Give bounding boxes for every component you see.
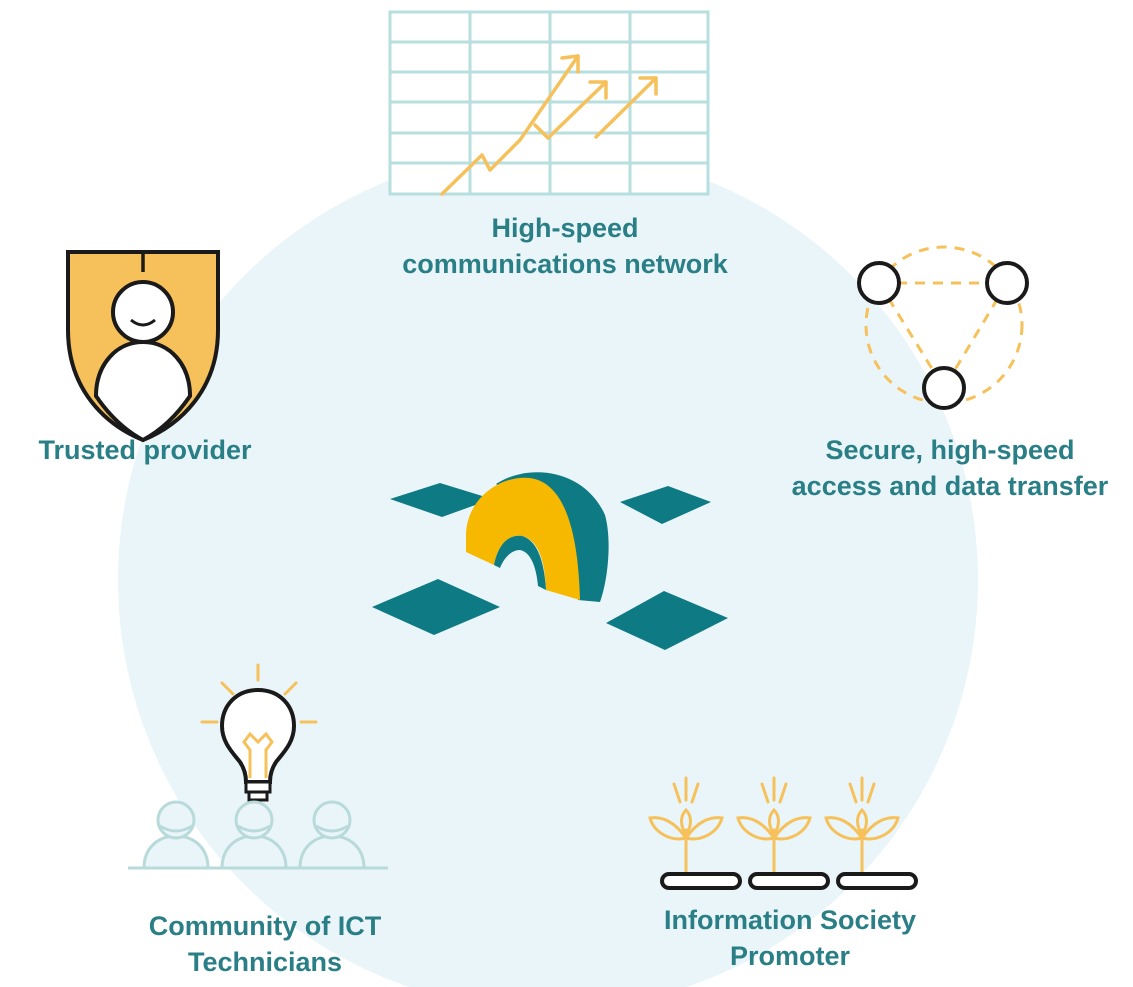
bridge-logo-icon <box>372 472 728 650</box>
label-line: communications network <box>402 249 728 279</box>
label-line: Information Society <box>663 905 917 935</box>
network-node <box>985 261 1029 305</box>
network-node <box>922 366 966 410</box>
label-line: Trusted provider <box>38 435 252 465</box>
node-label-secure-access: Secure, high-speed access and data trans… <box>770 432 1130 504</box>
node-label-high-speed-network: High-speed communications network <box>340 210 790 282</box>
growing-plants-icon <box>648 776 918 890</box>
growth-chart-icon <box>388 10 710 196</box>
label-line: access and data transfer <box>791 471 1109 501</box>
label-line: Community of ICT <box>148 911 382 941</box>
node-label-community-ict: Community of ICT Technicians <box>110 908 420 980</box>
network-node <box>857 261 901 305</box>
label-line: Promoter <box>729 941 851 971</box>
node-label-information-society: Information Society Promoter <box>620 902 960 974</box>
label-line: Secure, high-speed <box>825 435 1075 465</box>
label-line: High-speed <box>491 213 639 243</box>
network-triangle-icon <box>857 245 1029 410</box>
node-label-trusted-provider: Trusted provider <box>10 432 280 468</box>
lightbulb-people-icon <box>128 663 388 870</box>
label-line: Technicians <box>187 947 343 977</box>
shield-person-icon <box>66 250 220 443</box>
